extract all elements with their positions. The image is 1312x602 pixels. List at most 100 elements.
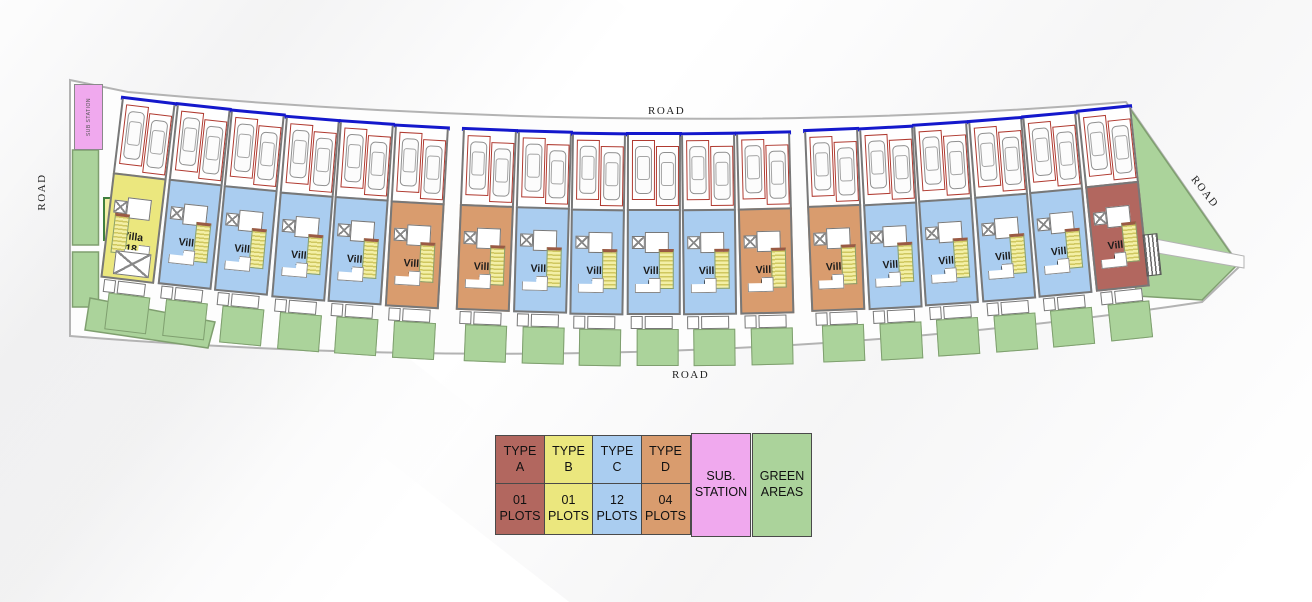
parking-bay <box>520 137 546 199</box>
shaft-x-icon <box>1092 211 1107 226</box>
garden-green-area <box>750 327 794 365</box>
garden-green-area <box>878 320 923 361</box>
garden-green-area <box>521 326 565 365</box>
parking-bay <box>340 127 368 189</box>
car-icon <box>523 143 543 193</box>
villa-plot-06[interactable]: Villa06 <box>803 127 867 365</box>
service-strip <box>811 310 865 327</box>
villa-body: Villa13 <box>384 200 445 309</box>
villa-body: Villa01 <box>1084 180 1162 292</box>
villa-body: Villa15 <box>270 191 334 302</box>
shaft-x-icon <box>1036 217 1051 232</box>
parking-bay <box>809 136 835 198</box>
garden-green-area <box>821 324 866 363</box>
garden-green-area <box>104 292 151 334</box>
villa-body: Villa12 <box>455 204 514 313</box>
utility-box <box>587 315 616 329</box>
parking-bay <box>544 144 570 205</box>
villa-plot-10[interactable]: Villa10 <box>569 131 627 368</box>
service-strip <box>455 310 509 326</box>
utility-box <box>387 307 401 321</box>
utility-box <box>886 308 915 323</box>
car-icon <box>658 151 676 201</box>
parking-area <box>459 130 517 209</box>
villa-body: Villa05 <box>862 200 923 310</box>
villa-body: Villa04 <box>918 197 979 307</box>
villa-plot-07[interactable]: Villa07 <box>734 129 796 367</box>
car-icon <box>201 125 224 176</box>
service-strip <box>868 307 923 324</box>
substation-label: SUB STATION <box>85 97 92 137</box>
car-icon <box>812 142 832 191</box>
parking-area <box>112 98 176 181</box>
utility-box <box>401 307 431 323</box>
parking-area <box>1022 113 1084 194</box>
villa-body: Villa03 <box>973 192 1036 303</box>
parking-bay <box>997 129 1026 192</box>
car-icon <box>256 131 279 182</box>
garden-green-area <box>391 320 436 360</box>
parking-area <box>913 123 973 203</box>
parking-bay <box>973 125 1001 188</box>
shaft-x-icon <box>980 222 995 237</box>
shaft-x-icon <box>463 231 477 245</box>
car-icon <box>399 137 419 187</box>
car-icon <box>634 145 652 194</box>
car-icon <box>867 139 887 189</box>
service-strip <box>626 315 680 330</box>
parking-bay <box>253 125 282 188</box>
road-label-top: ROAD <box>648 105 686 117</box>
car-icon <box>145 119 169 169</box>
villa-body: Villa09 <box>626 208 681 316</box>
parking-bay <box>764 144 790 205</box>
shaft-x-icon <box>813 232 827 247</box>
legend-sub: SUB.STATION <box>691 433 751 537</box>
utility-box <box>743 314 757 329</box>
car-icon <box>689 145 707 194</box>
parking-bay <box>285 122 313 185</box>
utility-box <box>1042 296 1056 311</box>
service-strip <box>569 314 623 329</box>
villa-body: Villa10 <box>569 208 625 315</box>
staircase <box>488 245 506 286</box>
villa-body: Villa11 <box>512 206 570 314</box>
car-icon <box>122 110 146 161</box>
parking-bay <box>833 141 859 203</box>
villa-plot-08[interactable]: Villa08 <box>680 131 738 368</box>
shaft-x-icon <box>169 206 184 221</box>
car-icon <box>311 136 333 187</box>
villa-plot-12[interactable]: Villa12 <box>454 127 518 365</box>
parking-bay <box>740 138 766 200</box>
utility-box <box>102 278 117 293</box>
parking-bay <box>489 142 515 204</box>
car-icon <box>976 131 998 182</box>
parking-area <box>334 122 394 202</box>
green-area-left-strip <box>71 149 100 246</box>
utility-box <box>216 292 230 307</box>
staircase <box>601 248 618 289</box>
service-strip <box>512 313 566 328</box>
parking-bay <box>363 135 391 197</box>
utility-box <box>929 306 942 321</box>
parking-bay <box>465 135 491 197</box>
villa-plot-11[interactable]: Villa11 <box>511 129 573 367</box>
parking-area <box>626 134 681 212</box>
parking-bay <box>918 129 946 192</box>
utility-box <box>815 312 828 327</box>
car-icon <box>468 141 488 191</box>
car-icon <box>767 150 787 199</box>
utility-box <box>459 311 472 325</box>
utility-box <box>273 298 287 313</box>
parking-bay <box>942 134 970 196</box>
villa-plot-09[interactable]: Villa09 <box>625 131 682 368</box>
parking-area <box>735 133 792 211</box>
utility-box <box>330 303 344 317</box>
shaft-x-icon <box>337 223 351 238</box>
